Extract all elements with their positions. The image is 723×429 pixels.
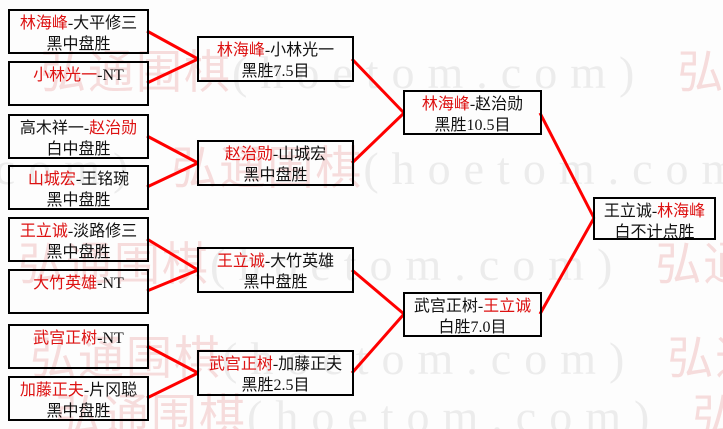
watermark-row: 弘通围棋(hoetom.com)弘通围棋(hoetom.com) (55, 394, 723, 429)
match-box-round2-4: 武宫正树-加藤正夫 黑胜2.5目 (197, 350, 354, 396)
match-box-round1-5: 王立诚-淡路修三 黑中盘胜 (8, 217, 149, 262)
connector-line (538, 217, 596, 315)
match-players: 小林光一-NT (33, 67, 124, 84)
connector-line (350, 111, 406, 165)
match-result: 黑中盘胜 (46, 192, 111, 209)
match-box-round1-8: 加藤正夫-片冈聪 黑中盘胜 (8, 376, 149, 421)
match-players: 大竹英雄-NT (33, 275, 124, 292)
winner-name: 武宫正树 (208, 356, 273, 373)
watermark-text-en: (hoetom.com) (222, 333, 638, 384)
match-result: 黑胜7.5目 (241, 63, 310, 80)
match-result: 白胜7.0目 (438, 319, 507, 336)
winner-name: 林海峰 (421, 96, 470, 113)
connector-line (146, 134, 199, 165)
match-result: 黑中盘胜 (46, 403, 111, 420)
watermark-text-cn: 弘通围棋 (667, 333, 723, 384)
winner-name: 王立诚 (216, 253, 265, 270)
watermark-text-en: (hoetom.com) (363, 143, 723, 194)
winner-name: 王立诚 (19, 223, 68, 240)
match-box-round1-3: 高木祥一-赵治勋 白中盘胜 (8, 114, 149, 159)
watermark-text-cn: 弘通围棋 (55, 391, 247, 429)
watermark-text-en: (hoetom.com) (0, 143, 142, 194)
match-result: 黑中盘胜 (46, 244, 111, 261)
match-players: 赵治勋-山城宏 (224, 146, 327, 163)
match-players: 山城宏-王铭琬 (27, 171, 130, 188)
match-players: 林海峰-大平修三 (19, 15, 138, 32)
watermark-text-cn: 弘通围棋 (692, 391, 723, 429)
winner-name: 赵治勋 (89, 120, 138, 137)
watermark-row: 弘通围棋(hoetom.com)弘通围棋(hoetom.com) (18, 242, 723, 288)
match-box-semifinal-1: 林海峰-赵治勋 黑胜10.5目 (403, 90, 542, 135)
connector-line (146, 161, 199, 189)
match-result: 黑中盘胜 (46, 36, 111, 53)
match-box-round1-1: 林海峰-大平修三 黑中盘胜 (8, 9, 149, 54)
match-players: 王立诚-林海峰 (603, 203, 706, 220)
match-players: 武宫正树-加藤正夫 (208, 356, 343, 373)
connector-line (351, 268, 405, 316)
connector-line (146, 268, 199, 293)
match-result: 黑胜2.5目 (241, 377, 310, 394)
match-box-final: 王立诚-林海峰 白不计点胜 (593, 197, 716, 241)
connector-line (146, 371, 199, 400)
watermark-row: 弘通围棋(hoetom.com)弘通围棋(hoetom.com) (30, 336, 723, 382)
watermark-text-en: (hoetom.com) (232, 47, 648, 98)
match-result: 白不计点胜 (614, 224, 695, 241)
match-box-round1-2: 小林光一-NT (8, 61, 149, 106)
match-players: 加藤正夫-片冈聪 (19, 382, 138, 399)
connector-line (146, 344, 199, 375)
connector-line (146, 29, 199, 61)
match-box-round2-3: 王立诚-大竹英雄 黑中盘胜 (197, 247, 354, 293)
match-box-round1-6: 大竹英雄-NT (8, 269, 149, 314)
match-result: 黑胜10.5目 (434, 117, 511, 134)
watermark-text-en: (hoetom.com) (247, 391, 663, 429)
winner-name: 大竹英雄 (33, 275, 98, 292)
watermark-text-cn: 弘通围棋 (30, 333, 222, 384)
match-box-round1-4: 山城宏-王铭琬 黑中盘胜 (8, 165, 149, 210)
match-box-semifinal-2: 武宫正树-王立诚 白胜7.0目 (403, 292, 542, 337)
connector-line (146, 57, 199, 85)
match-players: 王立诚-大竹英雄 (216, 253, 335, 270)
winner-name: 王立诚 (483, 298, 532, 315)
match-players: 林海峰-小林光一 (216, 42, 335, 59)
winner-name: 小林光一 (33, 67, 98, 84)
winner-name: 武宫正树 (33, 330, 98, 347)
winner-name: 赵治勋 (224, 146, 273, 163)
winner-name: 加藤正夫 (19, 382, 84, 399)
connector-line (350, 57, 406, 115)
match-box-round2-1: 林海峰-小林光一 黑胜7.5目 (197, 36, 354, 82)
watermark-text-cn: 弘通围棋 (171, 143, 364, 194)
match-players: 高木祥一-赵治勋 (19, 120, 138, 137)
watermark-text-cn: 弘通围棋 (655, 239, 723, 290)
match-players: 王立诚-淡路修三 (19, 223, 138, 240)
connector-line (538, 112, 596, 219)
connector-line (146, 237, 199, 272)
match-players: 武宫正树-NT (33, 330, 124, 347)
watermark-text-en: (hoetom.com) (210, 239, 626, 290)
watermark-row: 弘通围棋(hoetom.com)弘通围棋(hoetom.com) (0, 146, 723, 192)
connector-line (350, 313, 406, 374)
winner-name: 山城宏 (27, 171, 76, 188)
match-result: 白中盘胜 (46, 141, 111, 158)
winner-name: 林海峰 (657, 203, 706, 220)
match-box-round2-2: 赵治勋-山城宏 黑中盘胜 (197, 140, 354, 186)
winner-name: 林海峰 (216, 42, 265, 59)
match-players: 武宫正树-王立诚 (413, 298, 532, 315)
match-result: 黑中盘胜 (243, 274, 308, 291)
match-box-round1-7: 武宫正树-NT (8, 324, 149, 369)
match-result: 黑中盘胜 (243, 167, 308, 184)
watermark-text-cn: 弘通围棋 (677, 47, 723, 98)
winner-name: 林海峰 (19, 15, 68, 32)
match-players: 林海峰-赵治勋 (421, 96, 524, 113)
